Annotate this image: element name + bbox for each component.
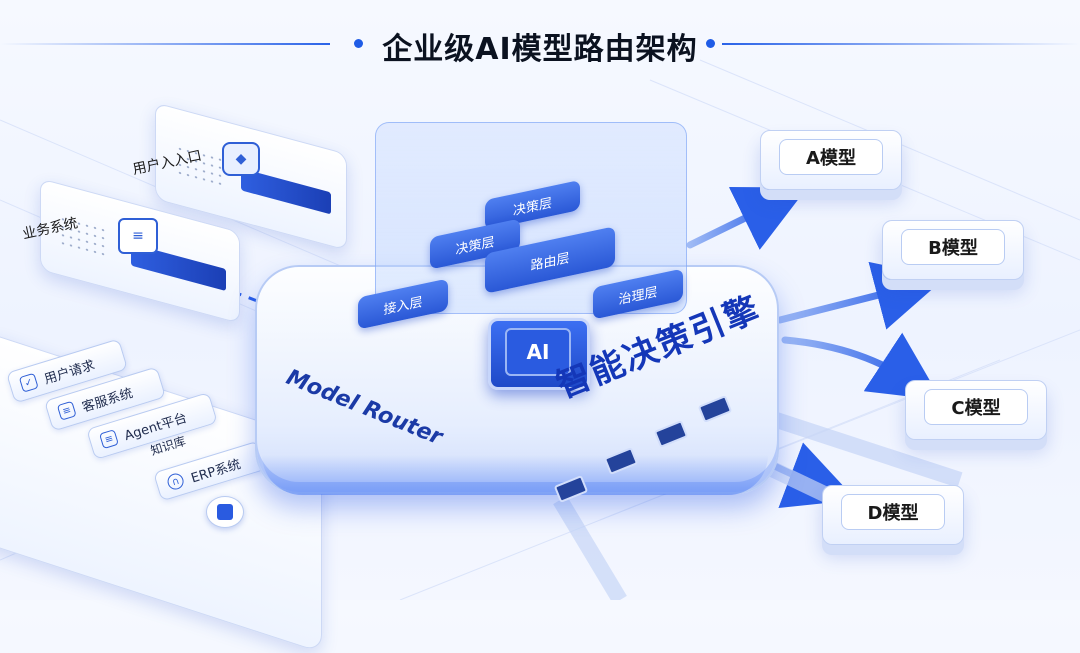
arrow-to-model-b [776, 261, 946, 330]
title-dot-left [354, 39, 363, 48]
title-line-left [0, 43, 330, 45]
model-b-box[interactable]: B模型 [882, 220, 1024, 280]
title-line-right [722, 43, 1080, 45]
model-a-box[interactable]: A模型 [760, 130, 902, 190]
model-c-label: C模型 [924, 389, 1028, 425]
headset-icon: ∩ [165, 471, 186, 492]
title-dot-right [706, 39, 715, 48]
model-d-box[interactable]: D模型 [822, 485, 964, 545]
check-icon: ✓ [18, 372, 39, 393]
list-icon: ≡ [98, 429, 119, 450]
model-c-box[interactable]: C模型 [905, 380, 1047, 440]
engine-glow [262, 455, 768, 495]
list-icon: ≡ [56, 400, 77, 421]
cube-connector-icon [206, 496, 244, 528]
ai-chip-label: AI [505, 328, 571, 376]
shield-icon: ◆ [222, 142, 260, 176]
arrow-to-model-c [781, 332, 942, 401]
model-b-label: B模型 [901, 229, 1005, 265]
model-d-label: D模型 [841, 494, 945, 530]
document-icon: ≡ [118, 218, 158, 254]
model-a-label: A模型 [779, 139, 883, 175]
arrow-to-model-a [686, 187, 808, 250]
page-title: 企业级AI模型路由架构 [382, 32, 698, 67]
